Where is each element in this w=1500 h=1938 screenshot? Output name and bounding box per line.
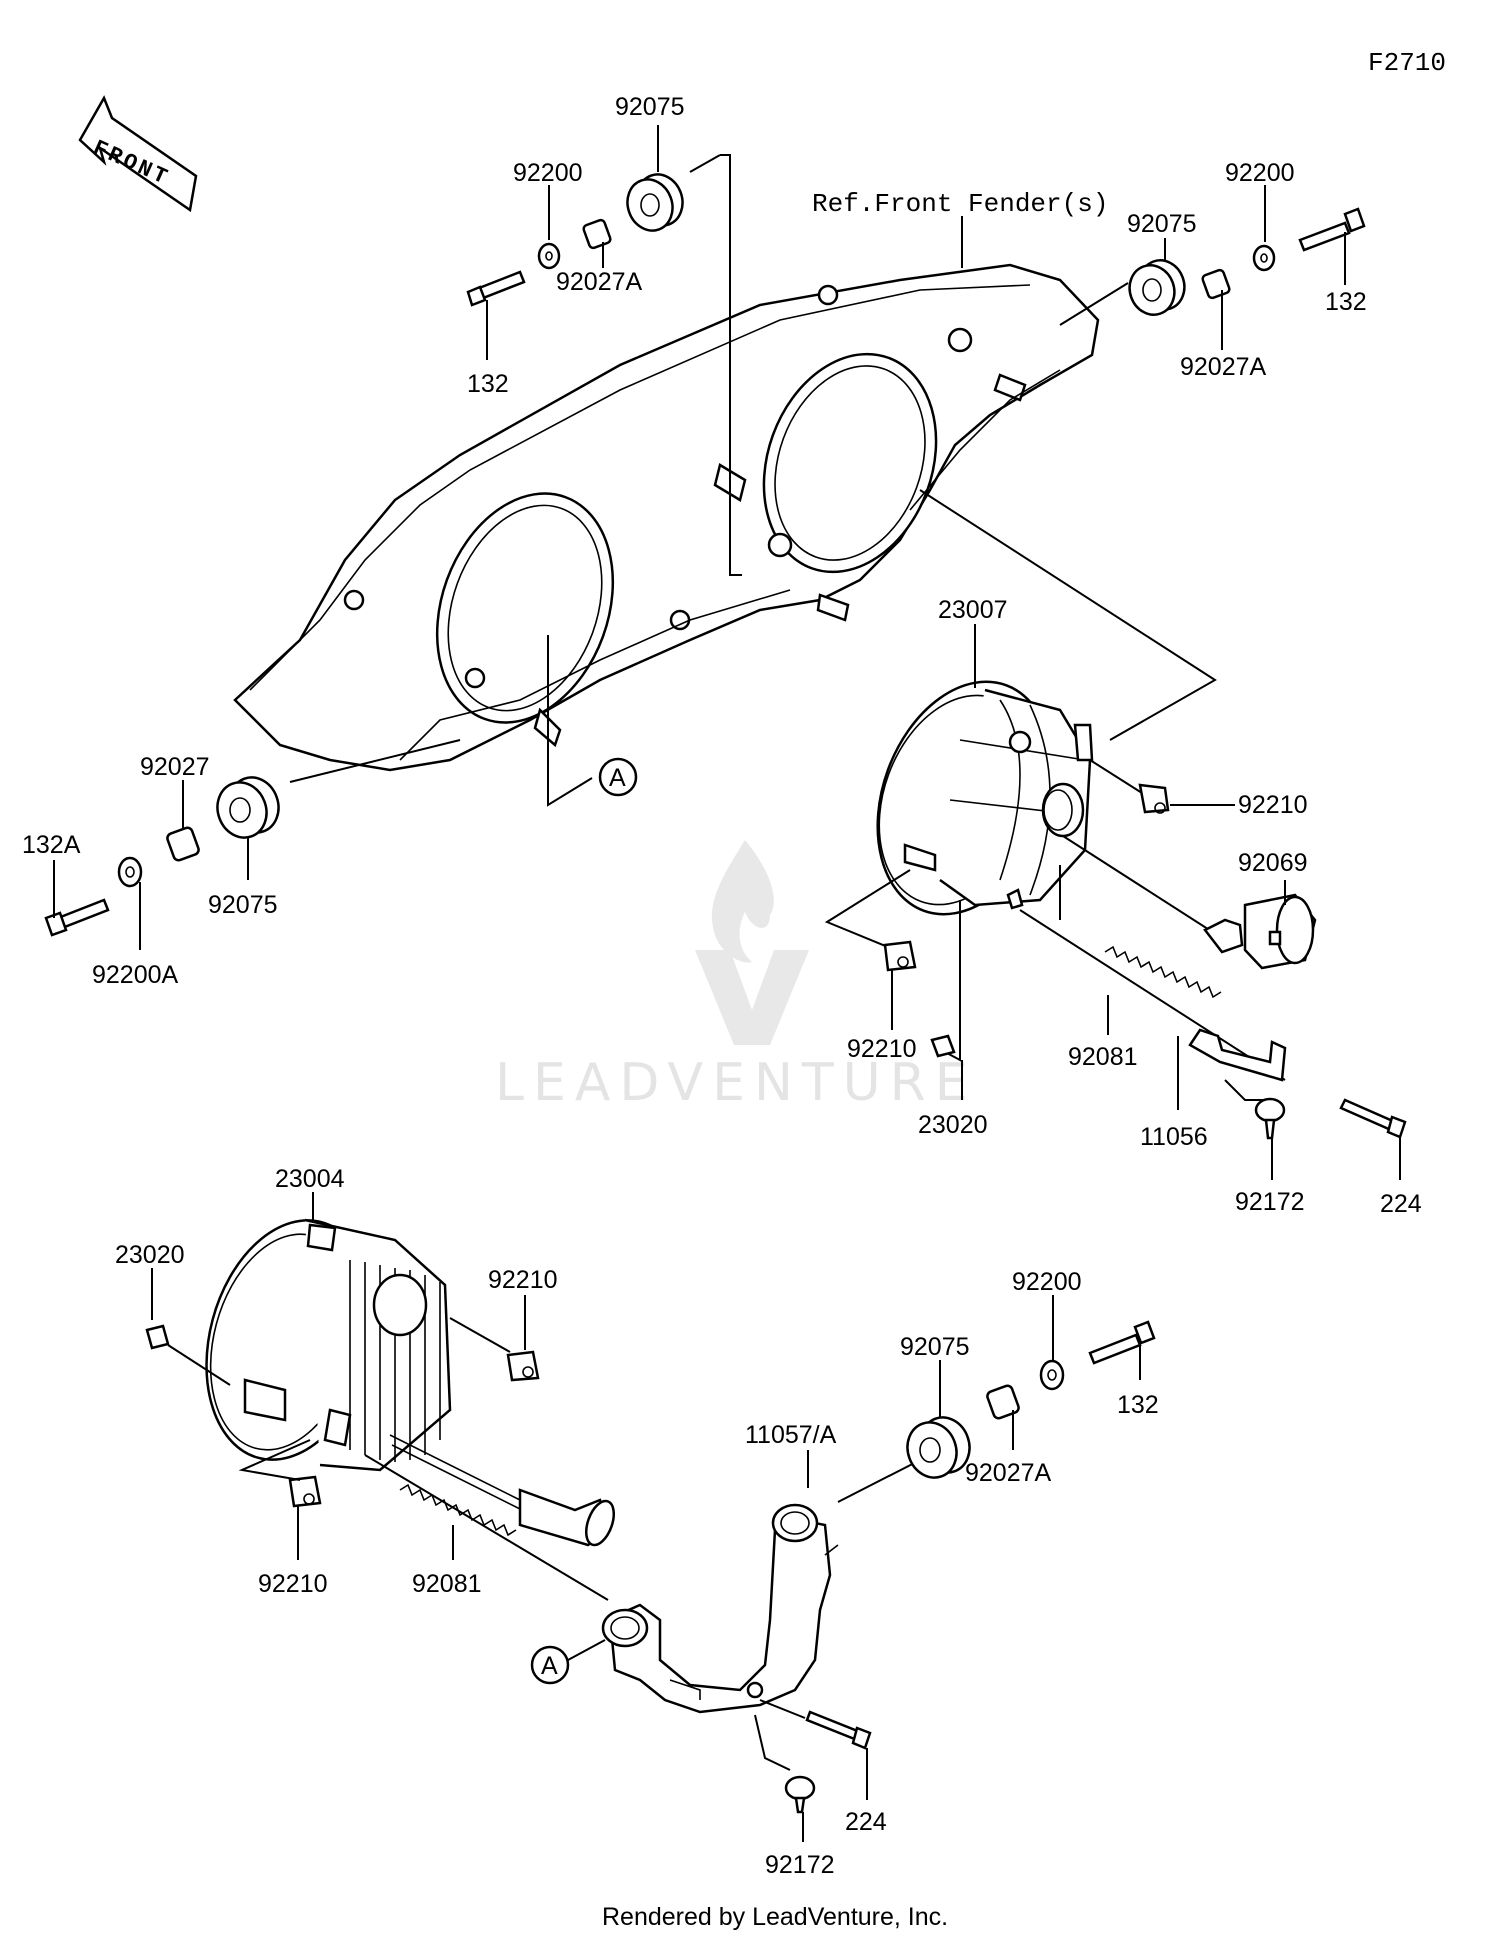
label-92210-low-top: 92210 <box>488 1266 558 1294</box>
part-92027A-top-left <box>582 218 612 250</box>
leader-A-top <box>547 635 593 807</box>
label-224-mid: 224 <box>1380 1190 1422 1218</box>
part-92200-top-right <box>1252 244 1276 272</box>
part-23020-low <box>145 1324 170 1350</box>
label-92081-low: 92081 <box>412 1570 482 1598</box>
label-92075-left: 92075 <box>208 891 278 919</box>
part-92027A-low <box>986 1384 1020 1420</box>
part-92081-mid-spring <box>1104 945 1222 999</box>
label-23007: 23007 <box>938 596 1008 624</box>
leader-housing-23007 <box>919 489 1217 741</box>
part-11057A-bracket <box>601 1503 839 1714</box>
label-92210-mid-right: 92210 <box>1238 791 1308 819</box>
label-92027-left: 92027 <box>140 753 210 781</box>
label-92081-mid: 92081 <box>1068 1043 1138 1071</box>
callout-a-top: A <box>598 757 638 797</box>
label-224-low: 224 <box>845 1808 887 1836</box>
label-92075-top-right: 92075 <box>1127 210 1197 238</box>
leader-92075-top <box>720 154 742 576</box>
part-92210-mid-right <box>1138 783 1170 814</box>
part-92210-low-top <box>506 1350 540 1382</box>
label-92069: 92069 <box>1238 849 1308 877</box>
part-92075-left <box>216 776 280 839</box>
label-92172-mid: 92172 <box>1235 1188 1305 1216</box>
part-92075-top-right <box>1128 259 1186 316</box>
callout-a-low-label: A <box>541 1652 558 1680</box>
label-92200-top-right: 92200 <box>1225 159 1295 187</box>
label-11057A: 11057/A <box>745 1421 837 1449</box>
part-92210-mid <box>883 940 917 972</box>
part-224-mid-bolt <box>1339 1098 1407 1139</box>
part-11056-bracket <box>1188 1028 1287 1082</box>
part-132-top-right <box>1298 207 1366 252</box>
label-132A: 132A <box>22 831 81 859</box>
part-132-top-left <box>466 270 526 307</box>
callout-a-low: A <box>530 1645 570 1685</box>
part-92200-top-left <box>537 242 561 270</box>
reference-note: Ref.Front Fender(s) <box>812 189 1108 219</box>
front-direction-arrow: FRONT <box>78 95 198 213</box>
label-92210-mid: 92210 <box>847 1035 917 1063</box>
part-92069-bulb <box>1203 893 1317 970</box>
flame-v-logo-icon <box>695 840 809 1045</box>
label-132-top-left: 132 <box>467 370 509 398</box>
part-132A <box>44 898 110 937</box>
headlight-23007 <box>876 680 1094 916</box>
label-92200A: 92200A <box>92 961 179 989</box>
label-92210-low-left: 92210 <box>258 1570 328 1598</box>
label-92027A-top-right: 92027A <box>1180 353 1267 381</box>
part-132-low <box>1088 1320 1156 1365</box>
label-132-low: 132 <box>1117 1391 1159 1419</box>
watermark-text: LEADVENTURE <box>495 1053 977 1113</box>
label-23020-low: 23020 <box>115 1241 185 1269</box>
part-92200A <box>117 856 143 888</box>
part-224-low-bolt <box>805 1710 872 1750</box>
label-11056: 11056 <box>1140 1123 1208 1151</box>
part-92075-top <box>626 173 684 232</box>
label-92172-low: 92172 <box>765 1851 835 1879</box>
figure-code: F2710 <box>1368 48 1446 78</box>
label-92075-top: 92075 <box>615 93 685 121</box>
part-92210-low-left <box>288 1475 322 1508</box>
leader-92075-top-b <box>689 154 721 173</box>
label-92027A-low: 92027A <box>965 1459 1052 1487</box>
part-92172-mid-screw <box>1254 1097 1286 1140</box>
leader-92075-topright <box>1059 282 1129 326</box>
part-92027A-top-right <box>1201 268 1231 300</box>
part-92200-low <box>1039 1359 1065 1391</box>
headlight-23004 <box>205 1218 452 1472</box>
leader-92075-left <box>289 739 461 783</box>
watermark: LEADVENTURE <box>495 840 977 1113</box>
callout-a-top-label: A <box>609 764 626 792</box>
label-92027A-top-left: 92027A <box>556 268 643 296</box>
footer-credit: Rendered by LeadVenture, Inc. <box>602 1903 948 1931</box>
part-23020-mid <box>930 1034 956 1058</box>
headlight-housing <box>233 263 1100 772</box>
wire-harness-connector <box>389 1434 615 1547</box>
part-92075-low <box>906 1416 971 1479</box>
label-132-top-right: 132 <box>1325 288 1367 316</box>
label-92200-top-left: 92200 <box>513 159 583 187</box>
label-23020-mid: 23020 <box>918 1111 988 1139</box>
label-23004: 23004 <box>275 1165 345 1193</box>
part-92027-left <box>166 826 200 862</box>
label-92075-low: 92075 <box>900 1333 970 1361</box>
part-92172-low-screw <box>784 1775 816 1814</box>
label-92200-low: 92200 <box>1012 1268 1082 1296</box>
